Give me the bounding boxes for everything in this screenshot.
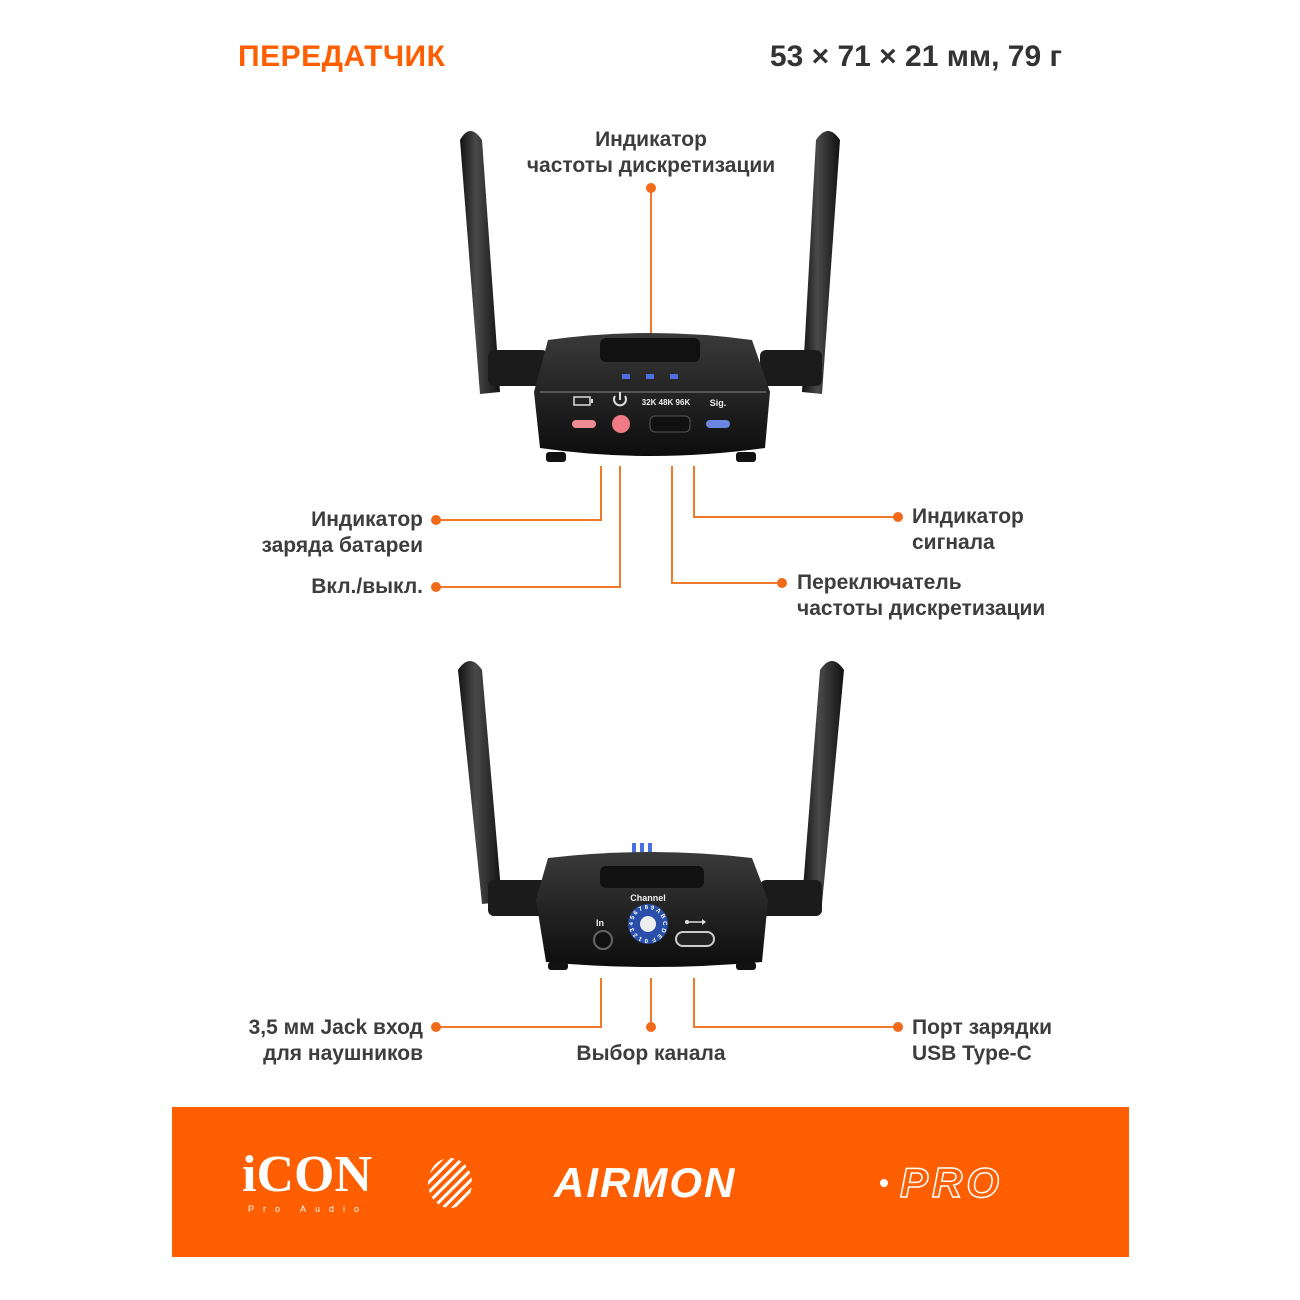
airmon-logo-text: AIRMON: [554, 1159, 737, 1206]
battery-icon: [573, 396, 593, 406]
callout-line-1: Индикатор: [912, 505, 1024, 528]
dimensions-weight: 53 × 71 × 21 мм, 79 г: [769, 40, 1062, 73]
callout-usb-port: Порт зарядки USB Type-C: [912, 1015, 1052, 1067]
battery-led: [572, 420, 596, 428]
usb-icon: [685, 919, 706, 925]
sample-rate-switch[interactable]: [649, 415, 691, 433]
callout-sample-rate-switch: Переключатель частоты дискретизации: [797, 570, 1045, 622]
callout-line-1: Индикатор: [595, 128, 707, 151]
channel-label: Channel: [630, 893, 666, 903]
callout-jack-input: 3,5 мм Jack вход для наушников: [249, 1015, 423, 1067]
callout-power: Вкл./выкл.: [311, 575, 423, 598]
callout-line-2: сигнала: [912, 531, 995, 554]
channel-dial[interactable]: 0123456789ABCDEF: [628, 904, 668, 944]
brand-banner: iCON Pro Audio AIRMON PRO: [172, 1107, 1129, 1257]
callout-line-2: USB Type-C: [912, 1042, 1032, 1065]
power-button[interactable]: [612, 415, 630, 433]
callout-line-1: Индикатор: [311, 508, 423, 531]
input-label: In: [596, 918, 604, 928]
callout-line-2: заряда батареи: [261, 534, 423, 557]
pro-logo-text: PRO: [899, 1158, 1004, 1207]
rates-label: 32K 48K 96K: [642, 398, 691, 407]
callout-line-2: частоты дискретизации: [526, 154, 776, 177]
callout-battery-indicator: Индикатор заряда батареи: [261, 507, 423, 559]
icon-logo-emblem-icon: [428, 1158, 472, 1208]
callout-line-1: 3,5 мм Jack вход: [248, 1016, 423, 1039]
icon-logo-subtext: Pro Audio: [248, 1204, 369, 1214]
callout-channel-select: Выбор канала: [576, 1042, 726, 1065]
signal-led: [706, 420, 730, 428]
callout-line-1: Порт зарядки: [912, 1016, 1052, 1039]
callout-line-2: для наушников: [263, 1042, 423, 1065]
usb-c-port[interactable]: [675, 931, 715, 947]
callout-sample-rate-indicator: Индикатор частоты дискретизации: [451, 127, 851, 179]
page-title: ПЕРЕДАТЧИК: [238, 40, 446, 73]
signal-label: Sig.: [710, 398, 727, 408]
antenna-right: [802, 131, 840, 394]
callout-line-1: Переключатель: [797, 571, 962, 594]
antenna-left: [460, 131, 500, 394]
jack-input-port[interactable]: [593, 930, 613, 950]
callout-signal-indicator: Индикатор сигнала: [912, 504, 1024, 556]
icon-logo-text: iCON: [242, 1146, 372, 1203]
logo-separator-dot: [880, 1179, 888, 1187]
callout-line-2: частоты дискретизации: [797, 597, 1046, 620]
power-icon: [613, 392, 627, 407]
